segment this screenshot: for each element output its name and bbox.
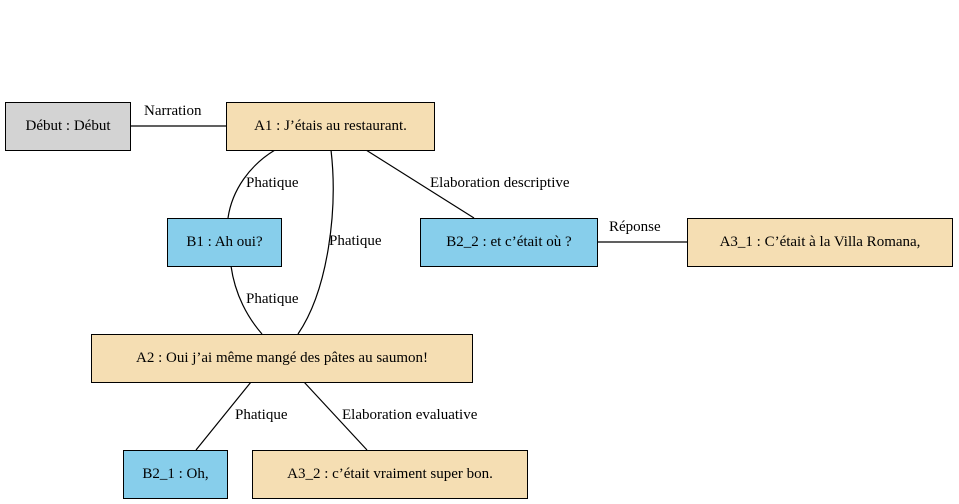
node-a2: A2 : Oui j’ai même mangé des pâtes au sa… bbox=[91, 334, 473, 383]
edge-a2-b2_1 bbox=[195, 381, 252, 451]
node-b2_1: B2_1 : Oh, bbox=[123, 450, 228, 499]
node-b1-label: B1 : Ah oui? bbox=[186, 234, 263, 250]
node-a3_1: A3_1 : C’était à la Villa Romana, bbox=[687, 218, 953, 267]
edge-label-a1-b1-phatique: Phatique bbox=[246, 175, 299, 191]
node-a1: A1 : J’étais au restaurant. bbox=[226, 102, 435, 151]
node-b2_2: B2_2 : et c’était où ? bbox=[420, 218, 598, 267]
edge-a1-b2_2 bbox=[365, 149, 475, 219]
edge-b1-a2 bbox=[230, 265, 263, 335]
edge-a1-b1 bbox=[227, 149, 276, 219]
node-b2_2-label: B2_2 : et c’était où ? bbox=[446, 234, 572, 250]
edge-label-a1-a2-phatique: Phatique bbox=[329, 233, 382, 249]
edge-label-elaboration-descriptive: Elaboration descriptive bbox=[430, 175, 570, 191]
edge-a1-a2 bbox=[297, 149, 334, 335]
node-a2-label: A2 : Oui j’ai même mangé des pâtes au sa… bbox=[135, 350, 428, 366]
node-debut: Début : Début bbox=[5, 102, 131, 151]
node-debut-label: Début : Début bbox=[25, 118, 111, 134]
node-a3_2: A3_2 : c’était vraiment super bon. bbox=[252, 450, 528, 499]
edge-label-narration: Narration bbox=[144, 103, 202, 119]
edge-label-a2-b2_1-phatique: Phatique bbox=[235, 407, 288, 423]
node-a3_1-label: A3_1 : C’était à la Villa Romana, bbox=[719, 234, 921, 250]
edge-label-elaboration-evaluative: Elaboration evaluative bbox=[342, 407, 478, 423]
edge-label-reponse: Réponse bbox=[609, 219, 661, 235]
node-b2_1-label: B2_1 : Oh, bbox=[142, 466, 209, 482]
node-a1-label: A1 : J’étais au restaurant. bbox=[254, 118, 407, 134]
node-a3_2-label: A3_2 : c’était vraiment super bon. bbox=[287, 466, 493, 482]
node-b1: B1 : Ah oui? bbox=[167, 218, 282, 267]
edge-label-b1-a2-phatique: Phatique bbox=[246, 291, 299, 307]
edge-a2-a3_2 bbox=[303, 381, 368, 451]
